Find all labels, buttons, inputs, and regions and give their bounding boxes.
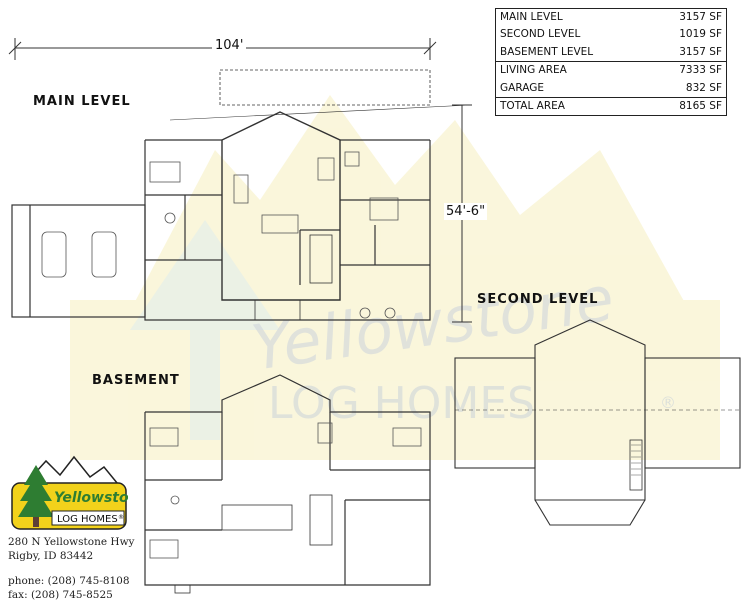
second-level-plan (454, 319, 741, 526)
fax-number: fax: (208) 745-8525 (8, 589, 113, 601)
main-level-plan (11, 69, 471, 321)
width-dimension: 104' (212, 38, 247, 53)
basement-plan (144, 374, 431, 594)
main-level-label: MAIN LEVEL (33, 94, 131, 109)
logo-registered-mark: ® (118, 514, 124, 521)
depth-dimension: 54'-6" (444, 203, 488, 220)
basement-label: BASEMENT (92, 373, 180, 388)
tree-icon (18, 465, 54, 527)
address-line-2: Rigby, ID 83442 (8, 550, 94, 562)
logo-script-text: Yellowstone (54, 490, 128, 506)
watermark-registered: ® (660, 393, 676, 412)
logo-box-text: LOG HOMES (57, 514, 118, 525)
second-level-label: SECOND LEVEL (477, 292, 599, 307)
address-line-1: 280 N Yellowstone Hwy (8, 536, 135, 548)
company-logo: Yellowstone LOG HOMES ® (11, 455, 128, 530)
phone-number: phone: (208) 745-8108 (8, 575, 130, 587)
watermark-box-text: LOG HOMES (268, 378, 535, 429)
